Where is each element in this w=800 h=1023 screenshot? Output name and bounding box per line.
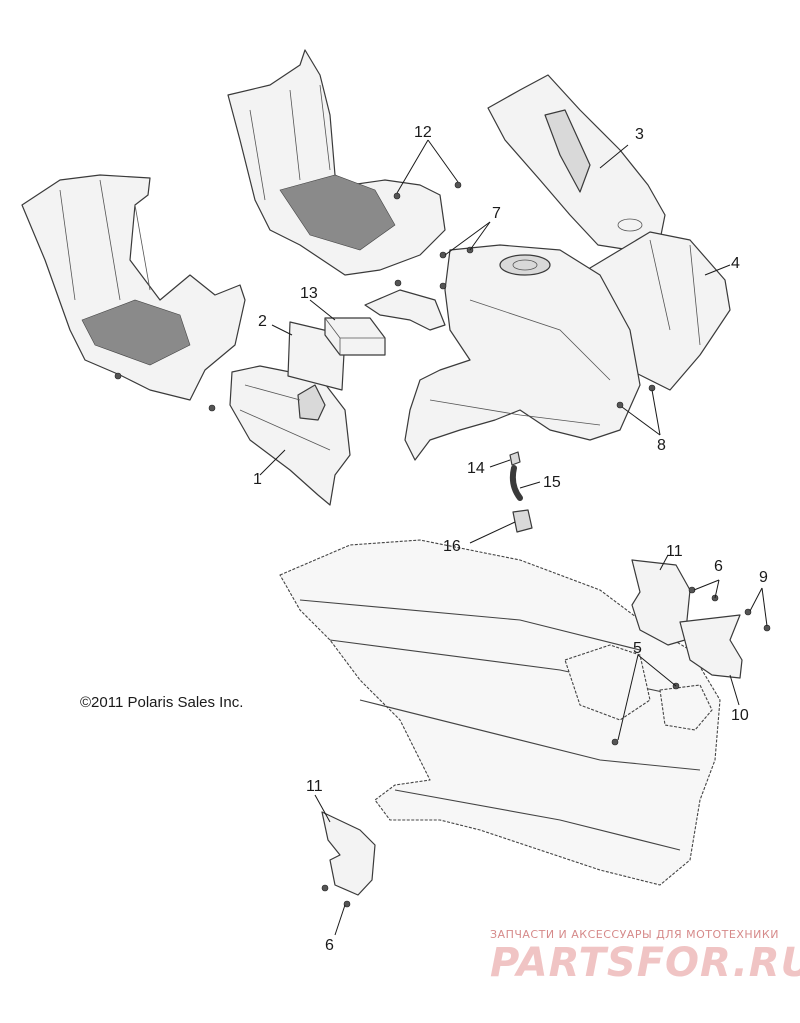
left-footwell-panel (21, 174, 246, 412)
part-16-bumper (512, 509, 533, 533)
part-3-seat (487, 74, 666, 251)
part-1-left-side-cover (229, 365, 351, 506)
fasteners-top (393, 181, 656, 409)
callout-4: 4 (731, 255, 740, 272)
callout-1: 1 (253, 471, 262, 488)
callout-6-lower: 6 (325, 937, 334, 954)
callout-12: 12 (414, 124, 432, 141)
watermark-tagline: ЗАПЧАСТИ И АКСЕССУАРЫ ДЛЯ МОТОТЕХНИКИ (490, 928, 779, 941)
callout-7: 7 (492, 205, 501, 222)
callout-16: 16 (443, 538, 461, 555)
chassis-frame (279, 539, 721, 886)
callout-11-upper: 11 (666, 543, 683, 560)
callout-5: 5 (633, 640, 642, 657)
right-footwell-panel (227, 49, 446, 276)
callout-6-upper: 6 (714, 558, 723, 575)
callout-13: 13 (300, 285, 318, 302)
part-15-hose (509, 465, 523, 501)
callout-15: 15 (543, 474, 561, 491)
copyright-notice: ©2011 Polaris Sales Inc. (80, 694, 244, 711)
left-front-panel (364, 289, 446, 331)
part-14-clip (509, 451, 521, 466)
part-10-mud-flap-bracket (679, 608, 771, 679)
callout-9: 9 (759, 569, 768, 586)
callout-10: 10 (731, 707, 749, 724)
main-body-fender-assembly (404, 244, 641, 461)
callout-3: 3 (635, 126, 644, 143)
callout-2: 2 (258, 313, 267, 330)
part-11-mud-flap-upper (631, 559, 719, 646)
part-11-mud-flap-lower (321, 811, 376, 908)
callout-14: 14 (467, 460, 485, 477)
leader-lines (259, 139, 768, 936)
part-13-foam-block (324, 317, 386, 356)
watermark-brand: PARTSFOR.RU (490, 940, 800, 986)
callout-8: 8 (657, 437, 666, 454)
callout-11-lower: 11 (306, 778, 323, 795)
